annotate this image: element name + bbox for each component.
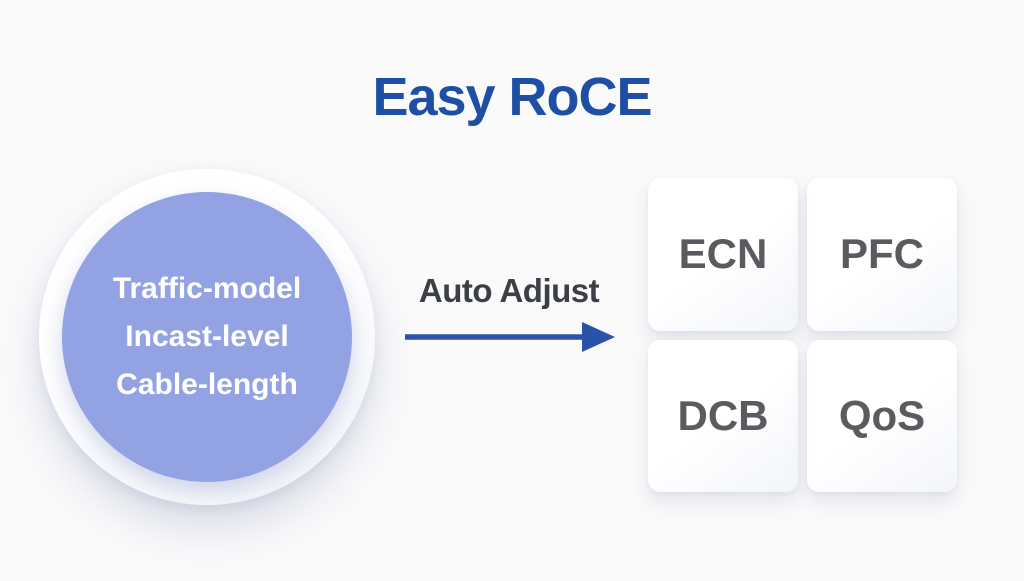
page-title: Easy RoCE [372, 67, 652, 127]
right-arrow-icon [405, 322, 615, 352]
auto-adjust-label: Auto Adjust [418, 272, 600, 309]
auto-adjust-group: Auto Adjust [402, 272, 616, 358]
card-qos: QoS [807, 339, 957, 492]
input-factors-circle-fill: Traffic-model Incast-level Cable-length [62, 192, 352, 482]
card-pfc: PFC [807, 178, 957, 331]
card-dcb: DCB [648, 339, 798, 492]
card-pfc-label: PFC [840, 230, 924, 278]
card-ecn: ECN [648, 178, 798, 331]
feature-grid: ECN PFC DCB QoS [648, 178, 957, 492]
card-qos-label: QoS [838, 391, 926, 439]
card-dcb-label: DCB [677, 391, 769, 439]
factor-cable-length: Cable-length [116, 368, 298, 401]
card-ecn-label: ECN [678, 230, 768, 278]
factor-traffic-model: Traffic-model [112, 272, 302, 305]
factor-incast-level: Incast-level [125, 320, 289, 353]
input-factors-circle: Traffic-model Incast-level Cable-length [39, 169, 375, 505]
